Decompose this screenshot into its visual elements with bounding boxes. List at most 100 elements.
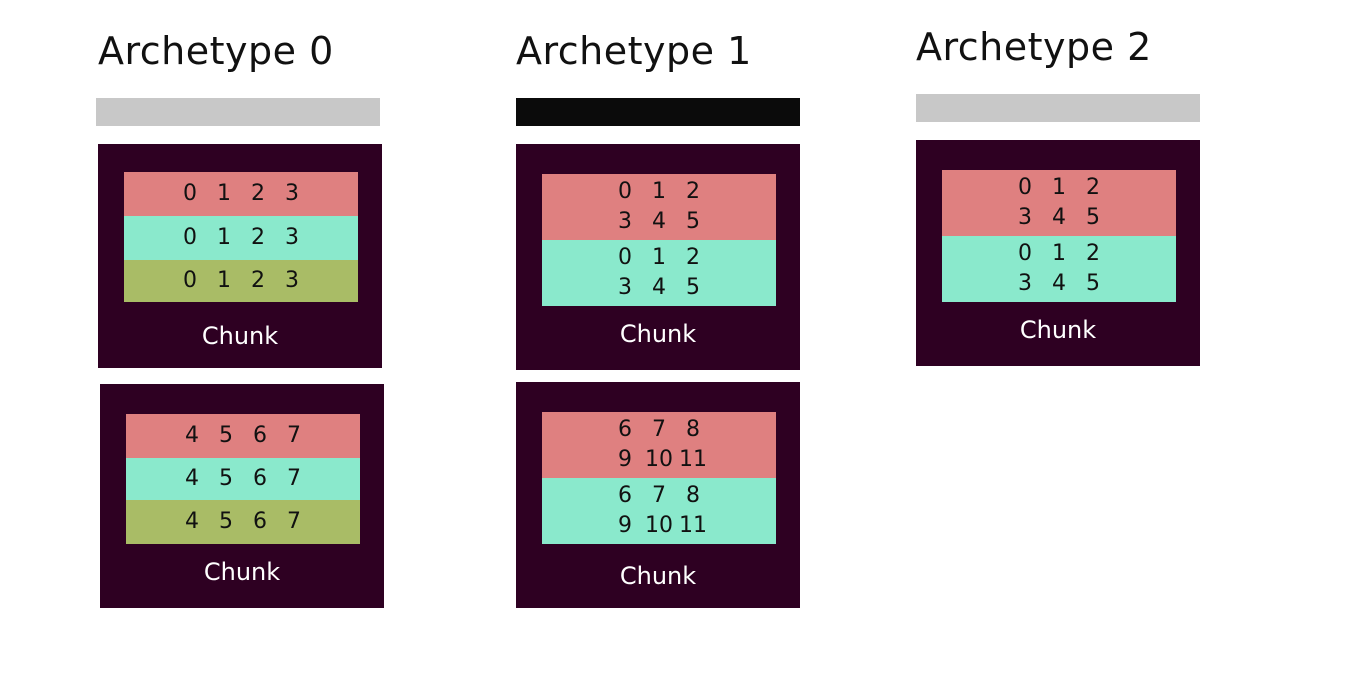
entity-index: 5 — [686, 209, 700, 234]
entity-index: 5 — [686, 275, 700, 300]
entity-index: 11 — [679, 447, 707, 472]
entity-index: 6 — [253, 509, 267, 534]
entity-index: 4 — [185, 509, 199, 534]
archetype-0-bar — [96, 98, 380, 126]
entity-index: 1 — [217, 181, 231, 206]
entity-index: 6 — [618, 483, 632, 508]
chunk-label: Chunk — [201, 322, 279, 350]
entity-index: 7 — [652, 417, 666, 442]
entity-index: 7 — [287, 423, 301, 448]
entity-index: 8 — [686, 483, 700, 508]
entity-index: 1 — [217, 225, 231, 250]
entity-index: 0 — [183, 225, 197, 250]
entity-index: 6 — [253, 423, 267, 448]
entity-index: 0 — [1018, 241, 1032, 266]
entity-index: 5 — [1086, 205, 1100, 230]
entity-index: 7 — [287, 466, 301, 491]
entity-index: 3 — [285, 268, 299, 293]
entity-index: 4 — [185, 466, 199, 491]
entity-index: 3 — [618, 275, 632, 300]
entity-index: 2 — [1086, 175, 1100, 200]
entity-index: 2 — [251, 268, 265, 293]
archetype-1-title: Archetype 1 — [516, 29, 752, 73]
entity-index: 2 — [251, 181, 265, 206]
entity-index: 4 — [185, 423, 199, 448]
archetype-1-bar — [516, 98, 800, 126]
entity-index: 5 — [219, 509, 233, 534]
chunk-label: Chunk — [619, 320, 697, 348]
entity-index: 10 — [645, 447, 673, 472]
entity-index: 2 — [1086, 241, 1100, 266]
entity-index: 3 — [285, 181, 299, 206]
entity-index: 3 — [1018, 205, 1032, 230]
entity-index: 2 — [686, 245, 700, 270]
entity-index: 6 — [253, 466, 267, 491]
entity-index: 0 — [618, 179, 632, 204]
entity-index: 5 — [1086, 271, 1100, 296]
entity-index: 1 — [1052, 241, 1066, 266]
entity-index: 1 — [652, 245, 666, 270]
entity-index: 11 — [679, 513, 707, 538]
entity-index: 7 — [287, 509, 301, 534]
entity-index: 0 — [1018, 175, 1032, 200]
entity-index: 0 — [618, 245, 632, 270]
entity-index: 8 — [686, 417, 700, 442]
entity-index: 4 — [652, 275, 666, 300]
entity-index: 2 — [686, 179, 700, 204]
entity-index: 4 — [1052, 271, 1066, 296]
entity-index: 0 — [183, 268, 197, 293]
entity-index: 7 — [652, 483, 666, 508]
entity-index: 0 — [183, 181, 197, 206]
entity-index: 10 — [645, 513, 673, 538]
entity-index: 1 — [217, 268, 231, 293]
chunk-label: Chunk — [619, 562, 697, 590]
entity-index: 9 — [618, 513, 632, 538]
entity-index: 1 — [652, 179, 666, 204]
entity-index: 5 — [219, 466, 233, 491]
entity-index: 5 — [219, 423, 233, 448]
chunk-label: Chunk — [203, 558, 281, 586]
entity-index: 9 — [618, 447, 632, 472]
archetype-0-title: Archetype 0 — [98, 29, 334, 73]
entity-index: 3 — [618, 209, 632, 234]
archetype-2-title: Archetype 2 — [916, 25, 1152, 69]
entity-index: 2 — [251, 225, 265, 250]
entity-index: 4 — [1052, 205, 1066, 230]
chunk-label: Chunk — [1019, 316, 1097, 344]
